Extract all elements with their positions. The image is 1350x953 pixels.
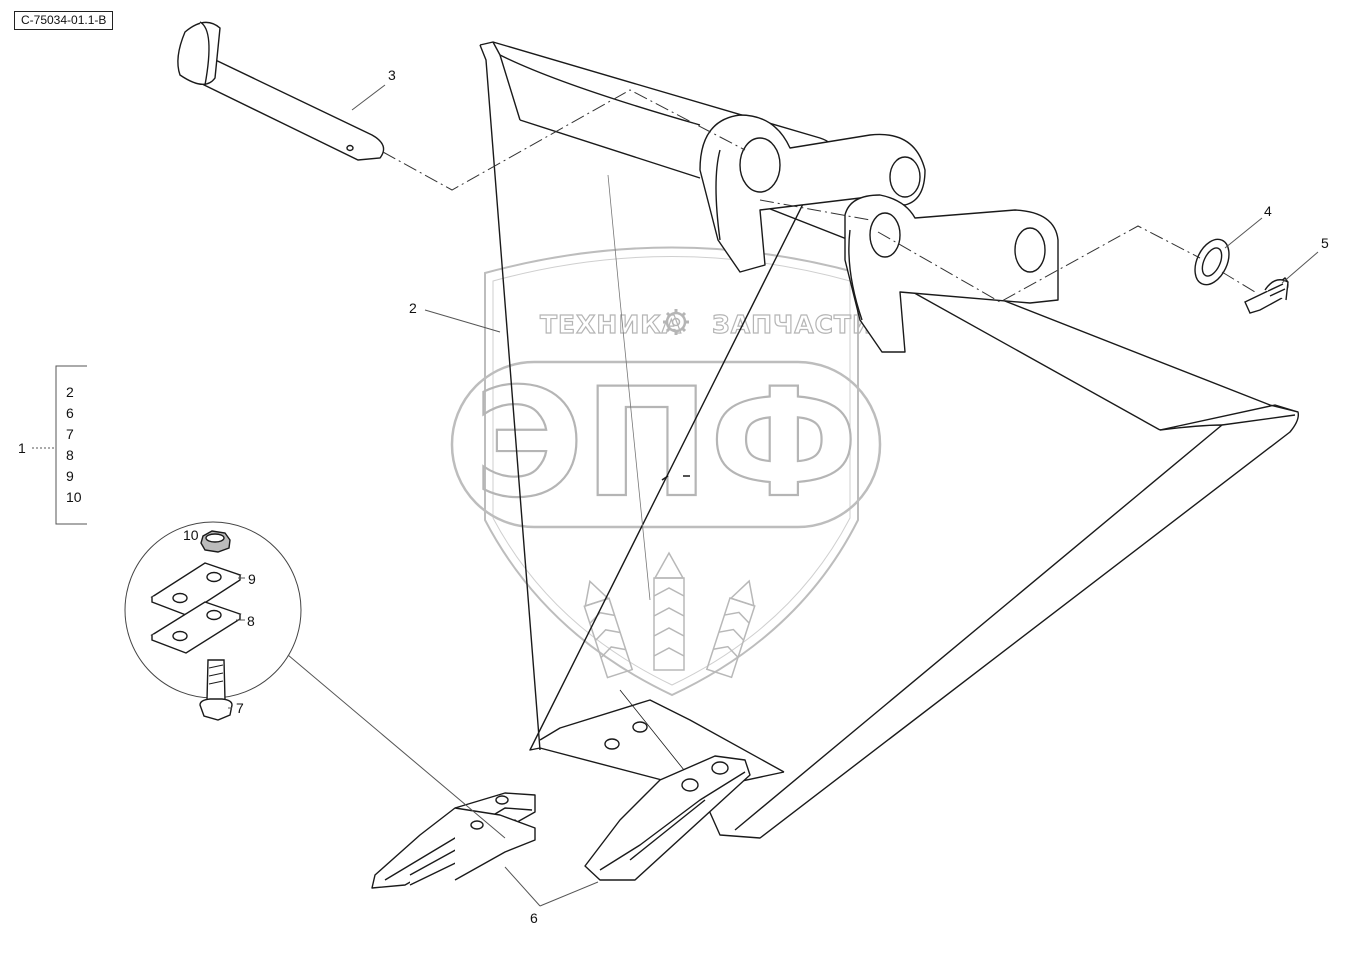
shim-part-8 (150, 601, 242, 654)
tooth-left (371, 792, 536, 889)
callout-3: 3 (388, 67, 396, 83)
watermark-word-tehnika: ТЕХНИКА (540, 310, 682, 339)
assembly-list-item: 10 (66, 489, 82, 505)
callout-labels: 1 2 3 4 5 6 7 8 9 10 (18, 67, 1329, 926)
assembly-list-item: 7 (66, 426, 74, 442)
watermark-shield (484, 246, 859, 697)
assembly-list-item: 2 (66, 384, 74, 400)
watermark-word-zapchasti: ЗАПЧАСТИ (712, 310, 874, 339)
watermark-logo-text: ЭПФ (474, 357, 858, 531)
fastener-detail (124, 521, 302, 721)
nut-part-10 (200, 530, 231, 553)
assembly-lines (382, 89, 1256, 303)
mounting-ears (699, 114, 1059, 353)
assembly-list-item: 9 (66, 468, 74, 484)
callout-5: 5 (1321, 235, 1329, 251)
linch-pin-part-5 (1244, 277, 1289, 314)
callout-9: 9 (248, 571, 256, 587)
assembly-list-item: 6 (66, 405, 74, 421)
watermark: ТЕХНИКА ЗАПЧАСТИ ЭПФ (450, 246, 882, 697)
callout-4: 4 (1264, 203, 1272, 219)
drawing-id-label: C-75034-01.1-B (14, 11, 114, 30)
pin-part-3 (177, 21, 385, 161)
watermark-wheat (583, 551, 756, 679)
gear-icon (663, 309, 689, 335)
washer-part-4 (1194, 238, 1230, 286)
callout-10: 10 (183, 527, 199, 543)
leader-lines (32, 84, 1319, 907)
callout-6: 6 (530, 910, 538, 926)
callout-1: 1 (18, 440, 26, 456)
assembly-list-item: 8 (66, 447, 74, 463)
watermark-band (450, 360, 882, 529)
tooth-right (584, 755, 751, 881)
bolt-part-7 (199, 659, 233, 721)
callout-7: 7 (236, 700, 244, 716)
assembly-list: 2 6 7 8 9 10 (66, 384, 82, 505)
callout-2: 2 (409, 300, 417, 316)
assembly-bracket (55, 365, 87, 525)
callout-8: 8 (247, 613, 255, 629)
